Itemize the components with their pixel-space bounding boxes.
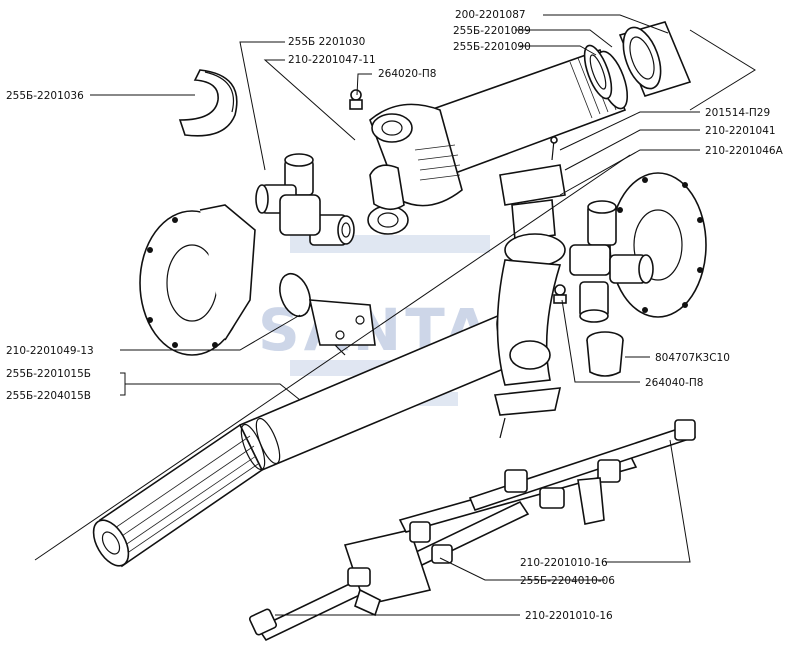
label-210-2201047-11: 210-2201047-11	[288, 54, 376, 66]
right-flange	[609, 172, 707, 318]
right-spider-cross	[569, 200, 654, 323]
leader-lines	[90, 14, 756, 616]
assembled-driveline	[248, 419, 697, 642]
label-804707k3s10: 804707К3С10	[655, 352, 730, 364]
label-210-2201010-16-lower: 210-2201010-16	[525, 610, 613, 622]
guide-line	[34, 154, 631, 561]
label-255b-2201015b: 255Б-2201015Б	[6, 368, 91, 380]
part-labels: 200-2201087 255Б-2201089 255Б-2201090 25…	[6, 9, 784, 622]
label-210-2201049-13: 210-2201049-13	[6, 345, 94, 357]
label-255b-2201030: 255Б 2201030	[288, 36, 365, 48]
center-support-bracket	[494, 164, 566, 439]
grease-fitting-top	[349, 89, 363, 110]
center-bearing-left	[279, 272, 376, 356]
label-255b-2201090: 255Б-2201090	[453, 41, 531, 53]
label-255b-2201036: 255Б-2201036	[6, 90, 84, 102]
label-210-2201041: 210-2201041	[705, 125, 776, 137]
label-255b-2201089: 255Б-2201089	[453, 25, 531, 37]
label-255b-2204010-06: 255Б-2204010-06	[520, 575, 615, 587]
label-264020-p8: 264020-П8	[378, 68, 436, 80]
grease-fitting-right	[553, 284, 567, 304]
needle-bearing	[586, 331, 624, 377]
label-210-2201010-16-upper: 210-2201010-16	[520, 557, 608, 569]
left-flange	[139, 204, 256, 356]
upper-yoke	[367, 103, 463, 235]
bolt-small	[550, 136, 558, 161]
label-201514-p29: 201514-П29	[705, 107, 770, 119]
left-spider-cross	[255, 153, 355, 246]
label-264040-p8: 264040-П8	[645, 377, 703, 389]
label-200-2201087: 200-2201087	[455, 9, 526, 21]
label-210-2201046a: 210-2201046А	[705, 145, 784, 157]
seal-part	[178, 69, 238, 137]
main-shaft-tube	[92, 313, 524, 568]
label-255b-2204015v: 255Б-2204015В	[6, 390, 91, 402]
